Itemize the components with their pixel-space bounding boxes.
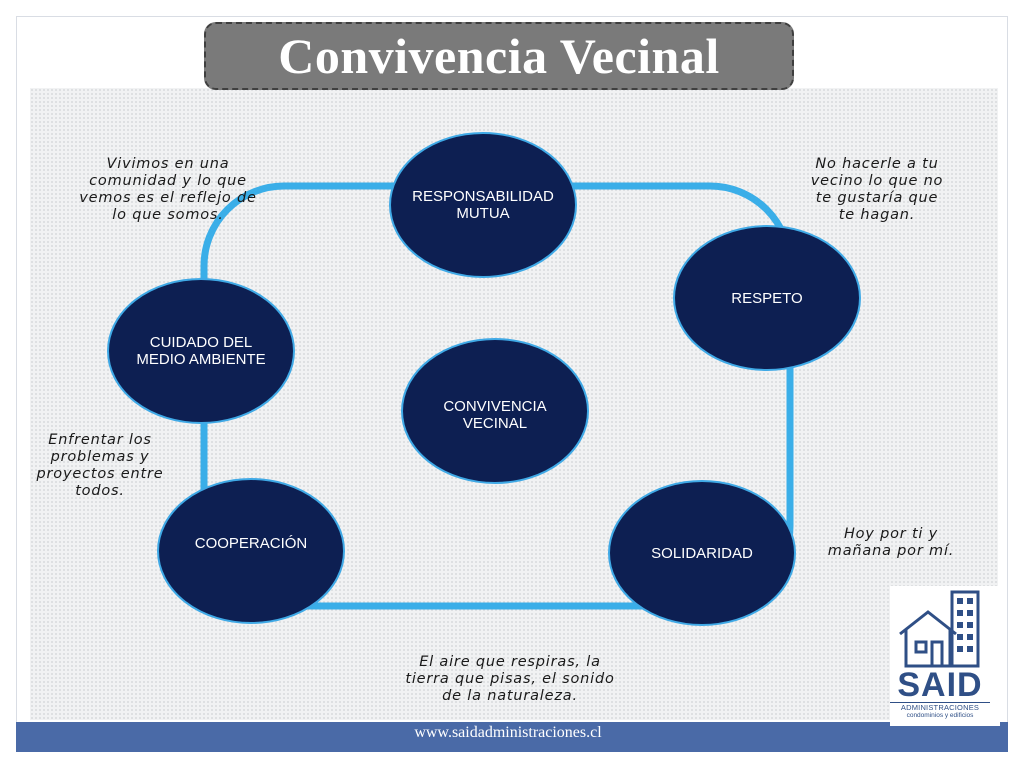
node-cuidado-medio-ambiente	[107, 278, 295, 424]
node-solidaridad	[608, 480, 796, 626]
node-cooperacion	[157, 478, 345, 624]
page-title: Convivencia Vecinal	[278, 28, 720, 84]
logo-tagline: condominios y edificios	[906, 712, 974, 719]
footer-bar	[16, 722, 1008, 752]
logo-subtitle: ADMINISTRACIONES	[890, 702, 990, 712]
node-responsabilidad-mutua	[389, 132, 577, 278]
node-respeto-shape	[673, 225, 861, 371]
footer-url[interactable]: www.saidadministraciones.cl	[414, 724, 602, 741]
node-respeto	[673, 225, 861, 371]
building-house-icon	[899, 590, 980, 668]
title-banner: Convivencia Vecinal	[204, 22, 794, 90]
node-responsabilidad-mutua-shape	[389, 132, 577, 278]
node-convivencia-vecinal	[401, 338, 589, 484]
node-solidaridad-shape	[608, 480, 796, 626]
logo-name: SAID	[897, 666, 983, 704]
node-cuidado-medio-ambiente-shape	[107, 278, 295, 424]
said-logo: SAID ADMINISTRACIONES condominios y edif…	[890, 586, 1000, 726]
node-convivencia-vecinal-shape	[401, 338, 589, 484]
node-cooperacion-shape	[157, 478, 345, 624]
